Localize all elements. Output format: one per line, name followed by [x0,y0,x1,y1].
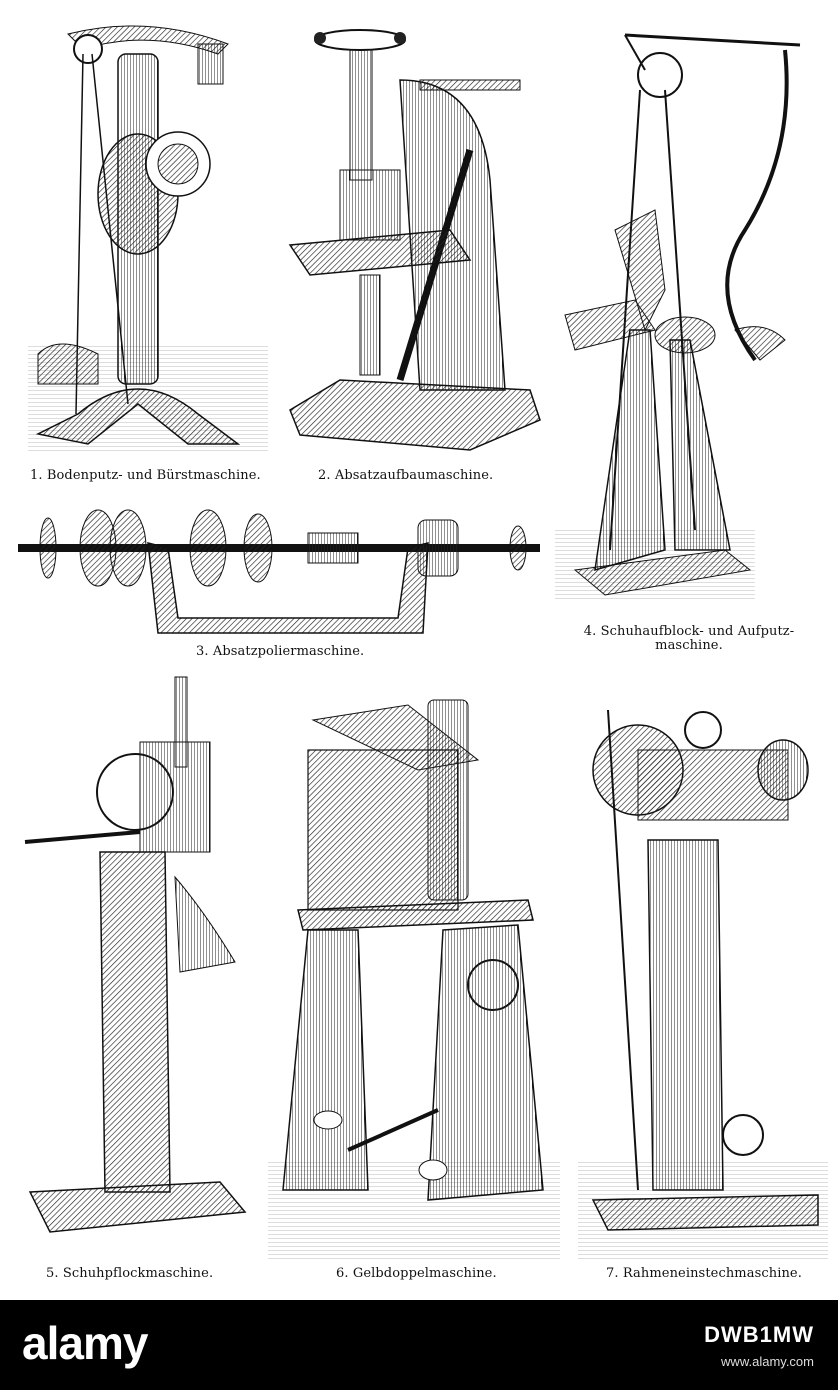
figure-2-absatzaufbau-machine [280,20,550,460]
site-url: www.alamy.com [721,1354,814,1369]
figure-7-illustration [578,709,828,1260]
figure-6-illustration [268,699,560,1260]
figure-2-illustration [288,29,541,451]
figure-7-rahmeneinstech-machine [578,690,828,1260]
figure-5-illustration [24,676,247,1233]
figure-5-schuhpflock-machine [20,672,255,1257]
alamy-logo: alamy [22,1317,148,1369]
caption-figure-3: 3. Absatzpoliermaschine. [196,644,365,659]
caption-figure-4-line-1: 4. Schuhaufblock- und Aufputz- [583,624,795,639]
figure-6-gelbdoppel-machine [268,690,560,1260]
figure-4-illustration [555,33,801,600]
caption-figure-7: 7. Rahmeneinstechmaschine. [606,1266,802,1281]
figure-4-aufblock-machine [555,30,825,600]
image-info: DWB1MW www.alamy.com [704,1322,814,1369]
caption-figure-1: 1. Bodenputz- und Bürstmaschine. [30,468,261,483]
engraving-plate: 1. Bodenputz- und Bürstmaschine. 2. Absa… [18,14,828,1281]
caption-figure-6: 6. Gelbdoppelmaschine. [336,1266,497,1281]
image-code: DWB1MW [704,1322,814,1347]
caption-figure-5: 5. Schuhpflockmaschine. [46,1266,214,1281]
figure-3-illustration [18,509,540,634]
figure-3-absatzpolier-machine [18,498,540,638]
watermark-footer: alamy DWB1MW www.alamy.com [0,1300,838,1390]
figure-1-illustration [28,25,268,454]
caption-figure-2: 2. Absatzaufbaumaschine. [318,468,494,483]
figure-1-bodenputz-machine [28,14,268,454]
caption-figure-4-line-2: maschine. [655,638,723,653]
